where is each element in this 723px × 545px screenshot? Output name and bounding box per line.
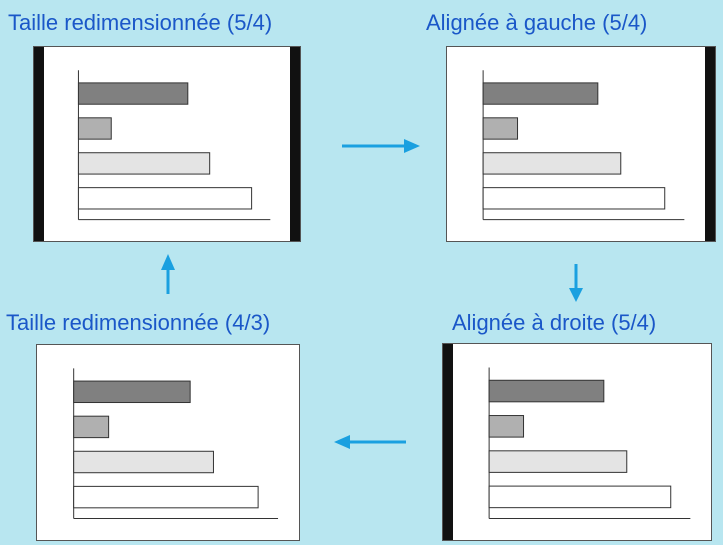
panel-label-resized-4-3: Taille redimensionnée (4/3): [6, 310, 271, 335]
screen-panel-left-aligned: [446, 46, 716, 242]
screen-panel-resized-5-4: [33, 46, 301, 242]
panel-label-resized-5-4: Taille redimensionnée (5/4): [8, 10, 273, 35]
chart-bar: [77, 187, 253, 210]
panel-graphic: [34, 47, 300, 241]
chart-bar: [77, 152, 211, 175]
chart-bar: [77, 117, 112, 140]
chart-bar: [77, 82, 189, 105]
panel-graphic: [73, 368, 279, 520]
chart-bar: [482, 117, 519, 140]
panel-label-left-aligned: Alignée à gauche (5/4): [426, 10, 648, 35]
panel-graphic: [443, 344, 691, 540]
arrow-left-icon: [334, 435, 406, 449]
chart-bar: [488, 485, 672, 509]
screen-panel-right-aligned: [442, 343, 712, 541]
chart-bar: [482, 152, 622, 175]
panel-label-right-aligned: Alignée à droite (5/4): [452, 310, 657, 335]
black-bar-left: [443, 344, 453, 540]
chart-bar: [73, 380, 191, 404]
arrow-down-icon: [569, 264, 583, 302]
arrow-up-icon: [161, 254, 175, 294]
chart-bar: [488, 379, 605, 403]
black-bar-left: [34, 47, 44, 241]
panel-graphic: [482, 47, 715, 241]
black-bar-right: [290, 47, 300, 241]
arrow-right-icon: [342, 139, 420, 153]
chart-bar: [482, 187, 666, 210]
chart-bar: [488, 450, 628, 473]
chart-bar: [73, 485, 259, 509]
chart-bar: [73, 450, 214, 474]
black-bar-right: [705, 47, 715, 241]
chart-bar: [488, 415, 525, 438]
chart-bar: [482, 82, 599, 105]
screen-panel-resized-4-3: [36, 344, 300, 541]
chart-bar: [73, 415, 110, 439]
